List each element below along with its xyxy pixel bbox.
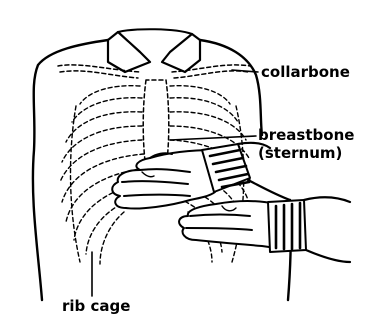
- upper-hand: [112, 150, 215, 209]
- neck-line: [118, 29, 192, 34]
- sternum-label: (sternum): [258, 145, 342, 161]
- collar-left: [108, 32, 150, 72]
- lower-cuff: [268, 200, 306, 252]
- lower-sleeve: [304, 197, 350, 262]
- collarbone-label: collarbone: [261, 64, 350, 80]
- rib-cage-label: rib cage: [62, 298, 130, 314]
- breastbone-label: breastbone: [258, 127, 354, 143]
- breastbone-pointer: [170, 136, 256, 140]
- collar-right: [162, 34, 200, 72]
- torso-outline-right: [200, 40, 262, 135]
- lower-hand: [179, 201, 276, 248]
